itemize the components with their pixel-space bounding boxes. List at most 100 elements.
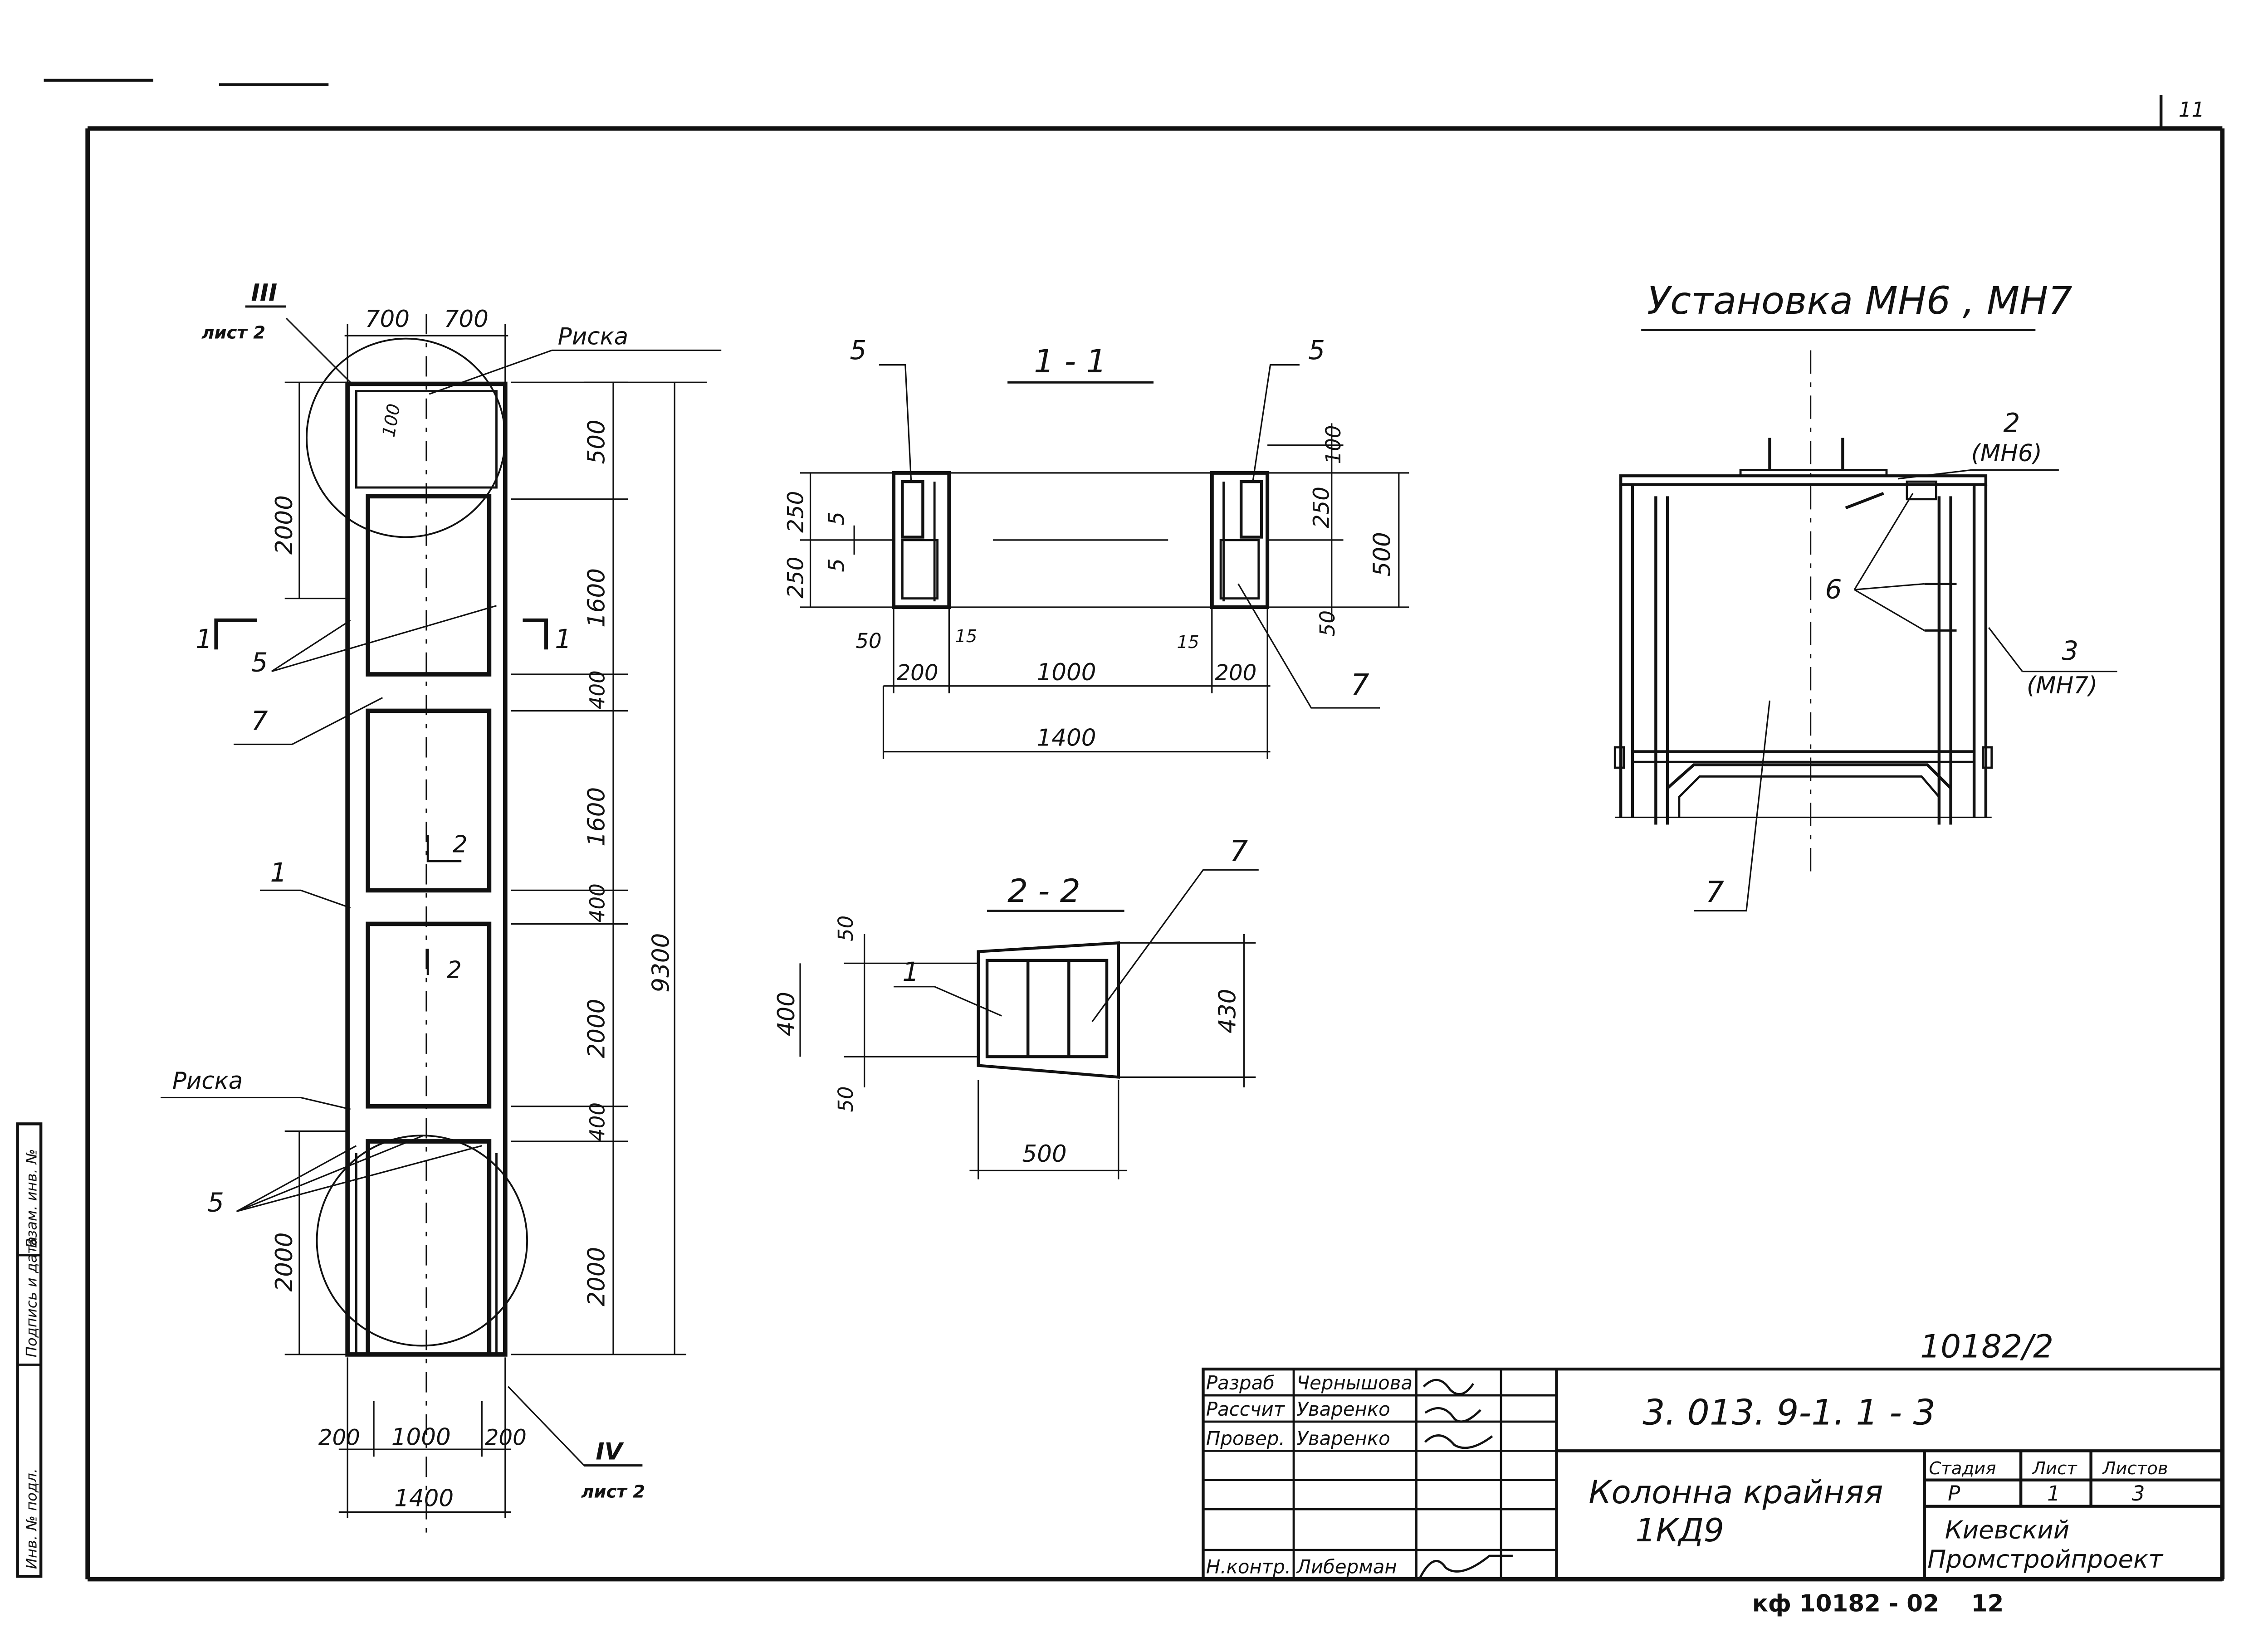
bottom-dim-200-left: 200: [318, 1425, 360, 1450]
tb-sheet-label: Лист: [2032, 1458, 2077, 1479]
section-2-2-callout-7: 7: [1229, 834, 1248, 868]
install-callout-6: 6: [1825, 574, 1842, 605]
install-callout-7: 7: [1706, 875, 1724, 909]
s11-left-dim-5b: 5: [824, 558, 850, 572]
node-top-sheet: лист 2: [201, 323, 265, 343]
install-callout-2-sub: (МН6): [1971, 440, 2042, 467]
callout-1: 1: [270, 857, 287, 888]
section-2-2: 2 - 2 1 7 50 400 50 430: [773, 834, 1259, 1179]
install-callout-3: 3: [2062, 635, 2078, 666]
install-callout-2: 2: [2004, 408, 2020, 439]
s22-dim-500: 500: [1022, 1140, 1066, 1168]
column-outline: [345, 381, 508, 1357]
section-1-1-callout-7: 7: [1351, 668, 1369, 702]
tb-role-3: Провер.: [1206, 1427, 1285, 1449]
s11-right-dim-100: 100: [1321, 425, 1345, 464]
installation-title: Установка МН6 , МН7: [1647, 278, 2072, 323]
tb-name-line2: 1КД9: [1635, 1511, 1724, 1549]
section-1-1-callout-right: 5: [1308, 335, 1325, 365]
s22-dim-400: 400: [773, 992, 800, 1036]
s11-dim-50: 50: [855, 629, 881, 653]
tb-name-line1: Колонна крайняя: [1589, 1473, 1883, 1511]
tb-stage-label: Стадия: [1929, 1458, 1996, 1479]
section2-mark-top: 2: [453, 831, 468, 858]
title-block: 10182/2 Разраб Чернышова Рассчит Уваренк…: [1202, 1327, 2224, 1581]
opening-3: [366, 921, 492, 1109]
tb-sheet-value: 1: [2047, 1481, 2060, 1506]
s11-dim-1400: 1400: [1037, 725, 1096, 752]
s22-dim-50-top: 50: [834, 916, 858, 941]
s11-dim-15-left: 15: [955, 626, 977, 647]
footer-page: 12: [1971, 1590, 2004, 1617]
s11-left-dim-250b: 250: [783, 557, 808, 599]
column-elevation: 700 700 III лист 2 Риска 100 2000 2000: [161, 279, 722, 1540]
top-marks: [44, 78, 2163, 129]
tb-name-7: Либерман: [1295, 1556, 1397, 1578]
tb-name-2: Уваренко: [1296, 1398, 1390, 1420]
node-bottom-roman: IV: [596, 1438, 624, 1466]
left-dim-top: 2000: [271, 495, 298, 555]
footer-code: кф 10182 - 02: [1752, 1590, 1939, 1617]
s11-right-dim-250: 250: [1309, 487, 1334, 528]
bottom-dim-200-right: 200: [485, 1425, 527, 1450]
tb-role-1: Разраб: [1206, 1372, 1275, 1394]
section-1-1-callout-left: 5: [850, 335, 866, 365]
tb-doc-code: 3. 013. 9-1. 1 - 3: [1642, 1392, 1935, 1433]
opening-2: [366, 708, 492, 893]
node-bottom-sheet: лист 2: [581, 1481, 645, 1502]
side-stamp: Инв. № подл. Подпись и дата Взам. инв. №: [16, 1122, 43, 1578]
top-dim-left: 700: [365, 306, 410, 333]
callout-5-upper: 5: [251, 647, 268, 678]
s22-dim-50-bottom: 50: [834, 1086, 858, 1112]
node-top-roman: III: [251, 279, 278, 307]
right-dim-400c: 400: [586, 1102, 610, 1141]
tb-role-7: Н.контр.: [1206, 1556, 1291, 1578]
s11-left-dim-250a: 250: [783, 491, 808, 533]
right-dim-400b: 400: [586, 883, 610, 922]
installation-view: Установка МН6 , МН7 2 (МН6): [1613, 278, 2117, 912]
risk-bottom-label: Риска: [172, 1067, 243, 1095]
right-dim-2000b: 2000: [583, 1247, 611, 1306]
side-stamp-inv: Инв. № подл.: [23, 1468, 40, 1569]
tb-name-1: Чернышова: [1296, 1372, 1412, 1394]
s22-dim-430: 430: [1214, 989, 1241, 1033]
bottom-dim-1000: 1000: [391, 1423, 451, 1451]
tb-sheets-label: Листов: [2102, 1458, 2168, 1479]
section-2-2-title: 2 - 2: [1007, 872, 1080, 910]
s11-dim-15-right: 15: [1177, 632, 1199, 653]
overall-height-dim: 9300: [647, 933, 675, 993]
right-dim-400a: 400: [586, 670, 610, 709]
side-stamp-sign: Подпись и дата: [23, 1237, 40, 1357]
install-callout-3-sub: (МН7): [2027, 672, 2097, 699]
left-dim-bottom: 2000: [271, 1232, 298, 1291]
tb-stage-value: Р: [1948, 1481, 1960, 1506]
section-2-2-callout-1: 1: [902, 956, 919, 987]
right-dim-500: 500: [583, 419, 611, 464]
section-mark-right: 1: [555, 624, 572, 654]
top-dim-right: 700: [444, 306, 489, 333]
section-1-1-title: 1 - 1: [1034, 342, 1107, 380]
section-1-1: 1 - 1 5 5 7 250 250 5 5: [783, 335, 1409, 759]
risk-top-label: Риска: [558, 323, 629, 351]
bottom-dim-1400: 1400: [394, 1485, 454, 1512]
right-dim-1600a: 1600: [583, 568, 611, 628]
dim-100: 100: [379, 402, 405, 439]
s11-dim-200-left: 200: [896, 660, 938, 686]
right-dim-2000a: 2000: [583, 999, 611, 1058]
callout-7: 7: [251, 705, 268, 736]
archive-number: 10182/2: [1920, 1327, 2053, 1365]
sheet-frame: [85, 126, 2225, 1582]
s11-right-dim-50: 50: [1315, 610, 1339, 636]
callout-5-lower: 5: [207, 1187, 224, 1218]
s11-left-dim-5a: 5: [824, 512, 850, 526]
signature-marks: [1418, 1379, 1513, 1580]
s11-dim-200-right: 200: [1215, 660, 1256, 686]
opening-1: [366, 494, 492, 677]
s11-dim-1000: 1000: [1037, 659, 1096, 686]
tb-role-2: Рассчит: [1206, 1398, 1286, 1420]
tb-org-line2: Промстройпроект: [1927, 1545, 2164, 1574]
section2-mark-bottom: 2: [447, 957, 462, 984]
section-mark-left: 1: [196, 624, 212, 654]
right-dim-1600b: 1600: [583, 787, 611, 847]
